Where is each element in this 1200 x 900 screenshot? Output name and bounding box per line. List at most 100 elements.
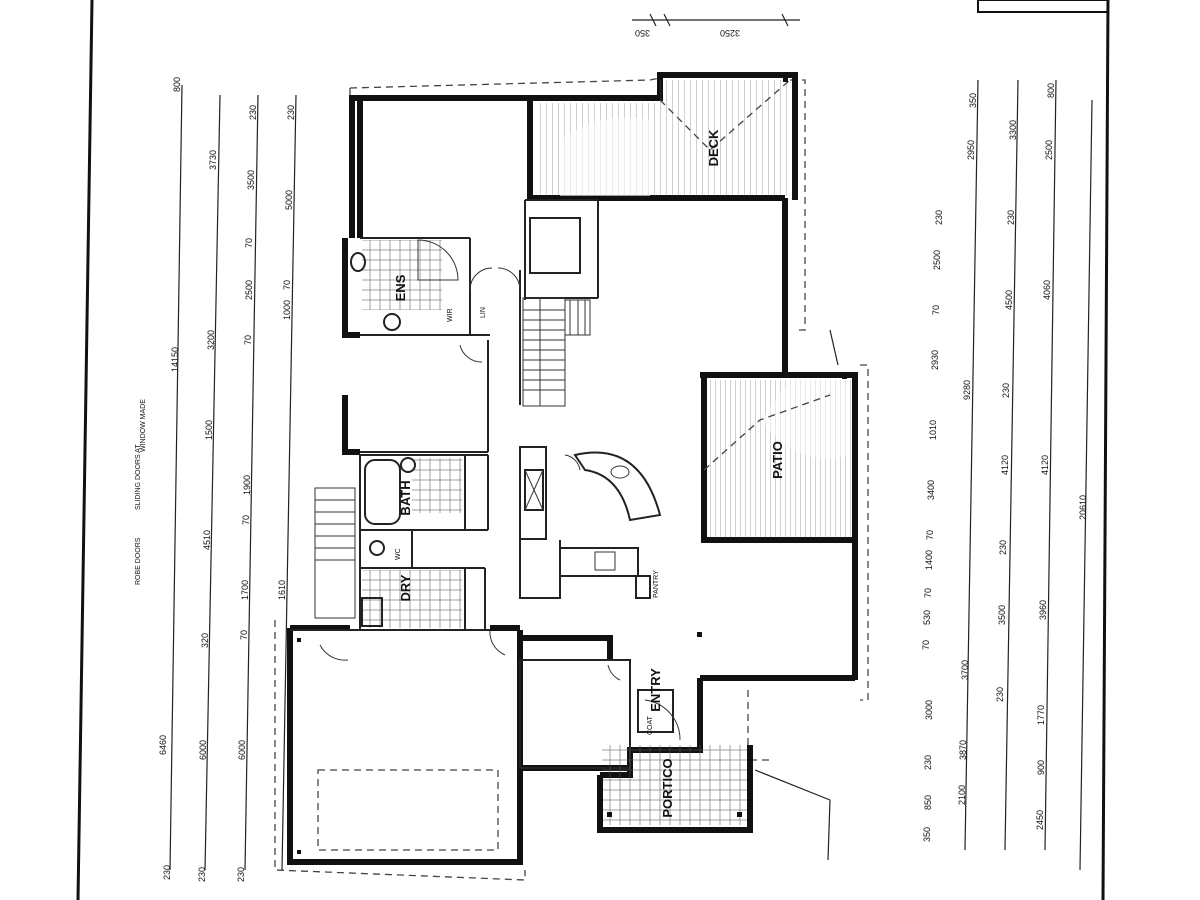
- left-dim-col3-1: 3500: [246, 170, 256, 190]
- room-label-dry: DRY: [398, 574, 413, 601]
- right-dim-col2-3: 9280: [962, 380, 972, 400]
- left-dim-col2-0: 3730: [208, 150, 218, 170]
- right-dim-col2-10: 3870: [958, 740, 968, 760]
- left-dim-col3-3: 2500: [244, 280, 254, 300]
- right-dim-col1-12: 70: [921, 640, 931, 650]
- right-dim-col2-11: 2100: [957, 785, 967, 805]
- right-dim-col1-14: 230: [923, 755, 933, 770]
- right-dim-col1-13: 3000: [924, 700, 934, 720]
- stairs: [523, 298, 591, 406]
- left-dim-col3-0: 230: [248, 105, 258, 120]
- right-dim-col1-2: 230: [934, 210, 944, 225]
- page-border-left: [76, 0, 94, 900]
- right-dim-col1-16: 350: [922, 827, 932, 842]
- right-dim-col1-6: 1010: [928, 420, 938, 440]
- left-dim-col2-6: 230: [197, 867, 207, 882]
- right-dim-col2-4: 230: [1001, 383, 1011, 398]
- note-sliding-doors: SLIDING DOORS AT: [135, 444, 142, 510]
- interior-walls: [290, 199, 674, 769]
- note-linen: LIN: [480, 307, 487, 318]
- left-dim-col3-10: 230: [236, 867, 246, 882]
- top-dimension: [632, 13, 800, 27]
- roof-outline: [274, 77, 869, 881]
- left-dim-col2-5: 6000: [198, 740, 208, 760]
- right-dim-col1-3: 2500: [932, 250, 942, 270]
- note-window: WINDOW MADE: [140, 399, 147, 452]
- left-dim-col3-7: 1700: [240, 580, 250, 600]
- right-dim-col1-5: 2930: [930, 350, 940, 370]
- top-dim-1: 350: [635, 28, 650, 38]
- room-label-bath: BATH: [398, 480, 413, 515]
- right-dimensions: [964, 79, 1093, 871]
- right-dim-col2-9: 230: [995, 687, 1005, 702]
- note-coat: COAT: [647, 715, 654, 735]
- right-dim-col2-5: 4120: [1000, 455, 1010, 475]
- right-dim-col1-0: 350: [968, 93, 978, 108]
- left-dim-col3-2: 70: [244, 238, 254, 248]
- right-dim-col3-0: 800: [1046, 83, 1056, 98]
- left-dim-col2-2: 1500: [204, 420, 214, 440]
- note-wc: WC: [395, 548, 402, 560]
- room-label-ens: ENS: [393, 274, 408, 301]
- left-dim-col4-4: 1610: [277, 580, 287, 600]
- bathroom-fixtures: [350, 252, 416, 627]
- right-dim-col3-1: 2500: [1044, 140, 1054, 160]
- left-dim-col3-5: 1900: [242, 475, 252, 495]
- note-wir: WIR: [447, 308, 454, 322]
- title-block-corner: [977, 0, 1109, 13]
- room-label-entry: ENTRY: [648, 668, 663, 712]
- note-robe-doors: ROBE DOORS: [135, 537, 142, 585]
- left-external-steps: [314, 487, 356, 619]
- right-dim-col1-4: 70: [931, 305, 941, 315]
- right-dim-col1-1: 2950: [966, 140, 976, 160]
- right-dim-col1-8: 70: [925, 530, 935, 540]
- left-dim-col4-0: 230: [286, 105, 296, 120]
- left-dim-col3-8: 70: [239, 630, 249, 640]
- right-dim-col1-10: 70: [923, 588, 933, 598]
- portico-outline: [597, 745, 753, 833]
- right-dim-col4-0: 20610: [1078, 495, 1088, 520]
- right-dim-col3-3: 4120: [1040, 455, 1050, 475]
- right-dim-col1-11: 530: [922, 610, 932, 625]
- left-dim-col3-4: 70: [243, 335, 253, 345]
- right-dim-col2-6: 230: [998, 540, 1008, 555]
- right-dim-col3-5: 1770: [1036, 705, 1046, 725]
- right-dim-col2-8: 3700: [960, 660, 970, 680]
- room-label-deck: DECK: [706, 129, 721, 166]
- left-dim-col4-1: 5000: [284, 190, 294, 210]
- entry-steps: [754, 329, 839, 861]
- right-dim-col3-6: 900: [1036, 760, 1046, 775]
- left-dim-col2-4: 320: [200, 633, 210, 648]
- left-dim-col1-2: 6460: [158, 735, 168, 755]
- left-dim-col1-1: 14150: [170, 347, 180, 372]
- left-dim-col2-1: 3200: [206, 330, 216, 350]
- left-dim-col4-3: 1000: [282, 300, 292, 320]
- left-dim-col3-6: 70: [241, 515, 251, 525]
- right-dim-col1-7: 3400: [926, 480, 936, 500]
- right-dim-col2-7: 3500: [997, 605, 1007, 625]
- right-dim-col2-0: 3300: [1008, 120, 1018, 140]
- left-dim-col1-3: 230: [162, 865, 172, 880]
- right-dim-col3-2: 4060: [1042, 280, 1052, 300]
- patio-roofline: [703, 394, 831, 471]
- doors: [319, 239, 681, 741]
- right-dim-col2-2: 4500: [1004, 290, 1014, 310]
- page-border-right: [1101, 0, 1110, 900]
- patio-area: [707, 380, 852, 538]
- room-label-patio: PATIO: [770, 441, 785, 479]
- deck-area: [535, 80, 790, 196]
- note-pantry: PANTRY: [653, 570, 660, 598]
- top-dim-2: 3250: [720, 28, 740, 38]
- room-label-portico: PORTICO: [660, 758, 675, 817]
- garage-car-outline: [317, 769, 499, 851]
- right-dim-col1-15: 850: [923, 795, 933, 810]
- left-dimensions: [169, 84, 297, 871]
- right-dim-col3-4: 3960: [1038, 600, 1048, 620]
- right-dim-col2-1: 230: [1006, 210, 1016, 225]
- left-dim-col1-0: 800: [172, 77, 182, 92]
- tiled-areas: [362, 240, 747, 825]
- left-dim-col3-9: 6000: [237, 740, 247, 760]
- curved-kitchen-bench: [573, 451, 662, 522]
- left-dim-col4-2: 70: [282, 280, 292, 290]
